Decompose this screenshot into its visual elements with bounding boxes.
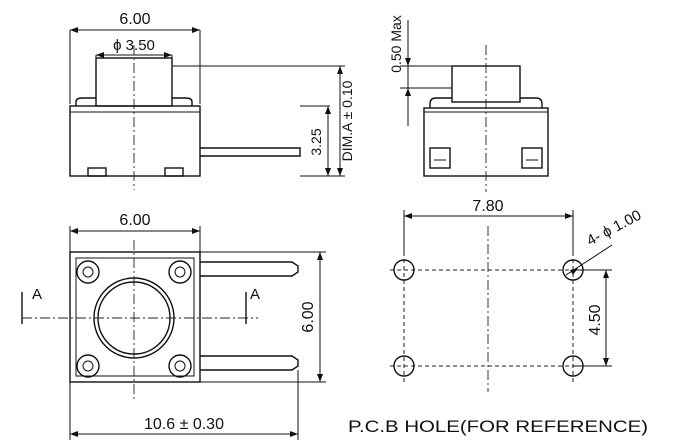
top-post-bl — [76, 354, 100, 378]
side-leg-left — [429, 147, 451, 169]
front-foot-right — [164, 167, 184, 177]
side-leg-right — [521, 147, 543, 169]
dim-a: DIM.A ± 0.10 — [339, 80, 355, 161]
dim-overall: 10.6 ± 0.30 — [144, 416, 224, 433]
dim-height: 3.25 — [308, 128, 324, 155]
top-post-br — [168, 354, 192, 378]
front-view: 6.00 ϕ 3.50 3.25 DIM.A ± 0.10 — [69, 11, 355, 190]
dim-top-height: 6.00 — [300, 301, 317, 332]
pcb-hole-view: 7.80 4.50 4- ϕ 1.00 P.C.B HOLE(FOR REFER… — [348, 198, 648, 436]
section-mark-right: A — [250, 286, 260, 303]
dim-pcb-pitch-y: 4.50 — [587, 304, 604, 335]
top-post-tr — [168, 260, 192, 284]
top-pin-lower — [200, 355, 299, 371]
top-post-tl — [76, 260, 100, 284]
top-body — [69, 251, 201, 383]
pcb-caption: P.C.B HOLE(FOR REFERENCE) — [348, 417, 648, 436]
dim-top-width: 6.00 — [119, 212, 150, 229]
dim-front-width: 6.00 — [119, 11, 150, 28]
pcb-hole-tl — [393, 259, 415, 281]
front-shoulders — [75, 97, 193, 106]
dim-actuator-dia: ϕ 3.50 — [113, 37, 155, 54]
side-view: 0.50 Max — [388, 15, 549, 192]
top-pin-upper — [200, 261, 299, 277]
dim-pcb-pitch-x: 7.80 — [472, 198, 503, 215]
dim-hole-dia: 4- ϕ 1.00 — [584, 207, 644, 250]
section-mark-left: A — [32, 286, 42, 303]
front-foot-left — [87, 167, 107, 177]
front-lead — [200, 147, 301, 157]
dim-travel: 0.50 Max — [388, 15, 404, 73]
side-shoulders — [429, 97, 543, 108]
pcb-hole-bl — [393, 355, 415, 377]
top-view: A A 6.00 6.00 10.6 ± 0.30 — [21, 212, 326, 440]
front-body — [69, 105, 201, 177]
